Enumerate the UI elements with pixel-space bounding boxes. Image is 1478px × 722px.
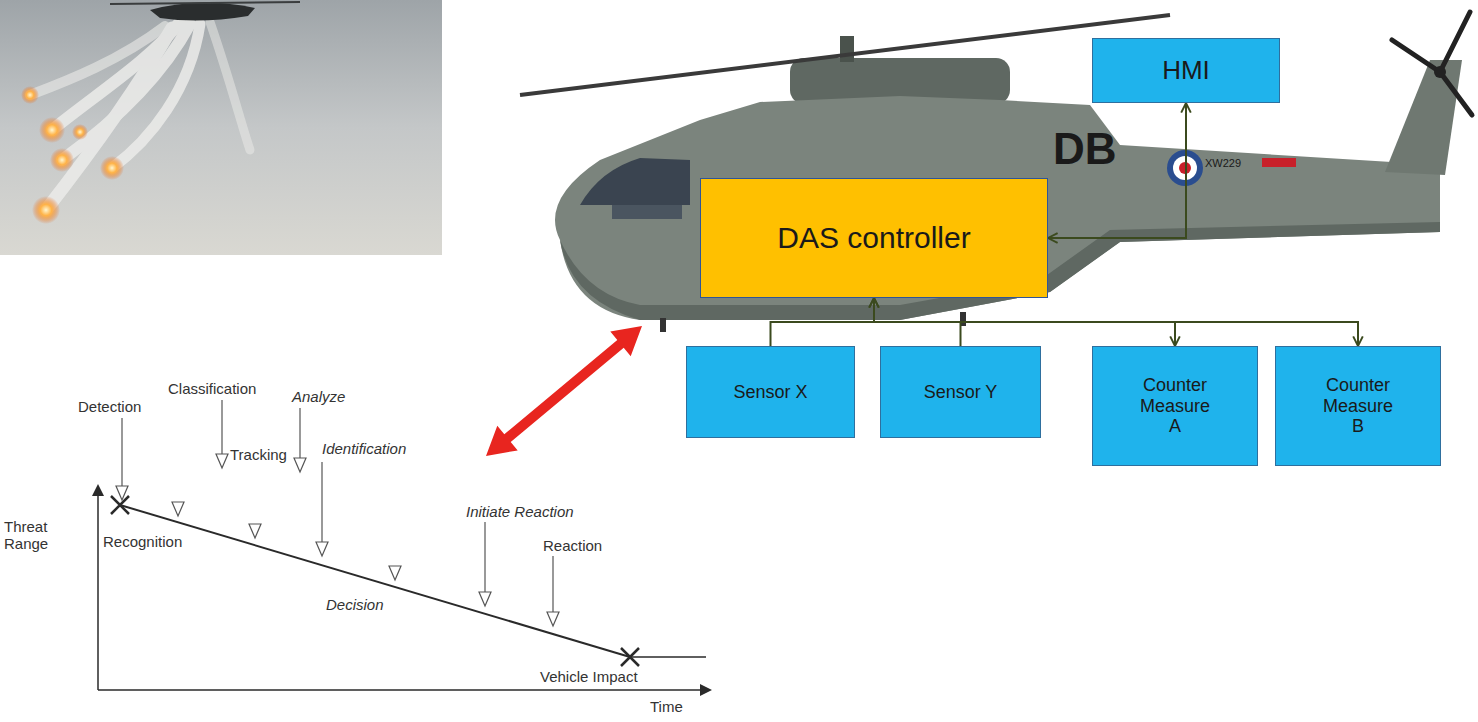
sensor-box: Sensor X xyxy=(686,346,855,438)
connector xyxy=(874,298,1358,346)
countermeasure-box: Counter Measure A xyxy=(1092,346,1258,466)
box-label: Counter Measure A xyxy=(1138,375,1213,437)
connector xyxy=(771,298,875,346)
timeline-label: Threat Range xyxy=(4,518,68,553)
timeline-label: Time xyxy=(650,698,683,715)
box-label: Sensor Y xyxy=(924,382,998,403)
box-label: HMI xyxy=(1162,56,1210,86)
timeline-label: Detection xyxy=(78,398,141,415)
sensor-box: Sensor Y xyxy=(880,346,1041,438)
timeline-label: Classification xyxy=(168,380,256,397)
timeline-label: Recognition xyxy=(103,533,182,550)
threat-timeline-chart xyxy=(92,400,712,696)
controller-box: DAS controller xyxy=(700,178,1048,298)
timeline-label: Reaction xyxy=(543,537,602,554)
aircraft-marking: XW229 xyxy=(1205,157,1241,170)
timeline-label: Tracking xyxy=(230,446,287,463)
aircraft-marking: DB xyxy=(1053,124,1117,175)
timeline-label: Identification xyxy=(322,440,406,457)
box-label: Sensor X xyxy=(733,382,807,403)
timeline-label: Decision xyxy=(326,596,384,613)
box-label: Counter Measure B xyxy=(1321,375,1396,437)
timeline-label: Analyze xyxy=(292,388,345,405)
connector xyxy=(1048,103,1186,238)
box-label: DAS controller xyxy=(777,221,970,256)
timeline-label: Initiate Reaction xyxy=(466,503,574,520)
flare-photo xyxy=(0,0,442,255)
countermeasure-box: Counter Measure B xyxy=(1275,346,1441,466)
helicopter-illustration xyxy=(520,12,1472,332)
hmi-box: HMI xyxy=(1092,38,1280,103)
timeline-label: Vehicle Impact xyxy=(540,668,638,685)
link-arrow xyxy=(486,326,642,456)
